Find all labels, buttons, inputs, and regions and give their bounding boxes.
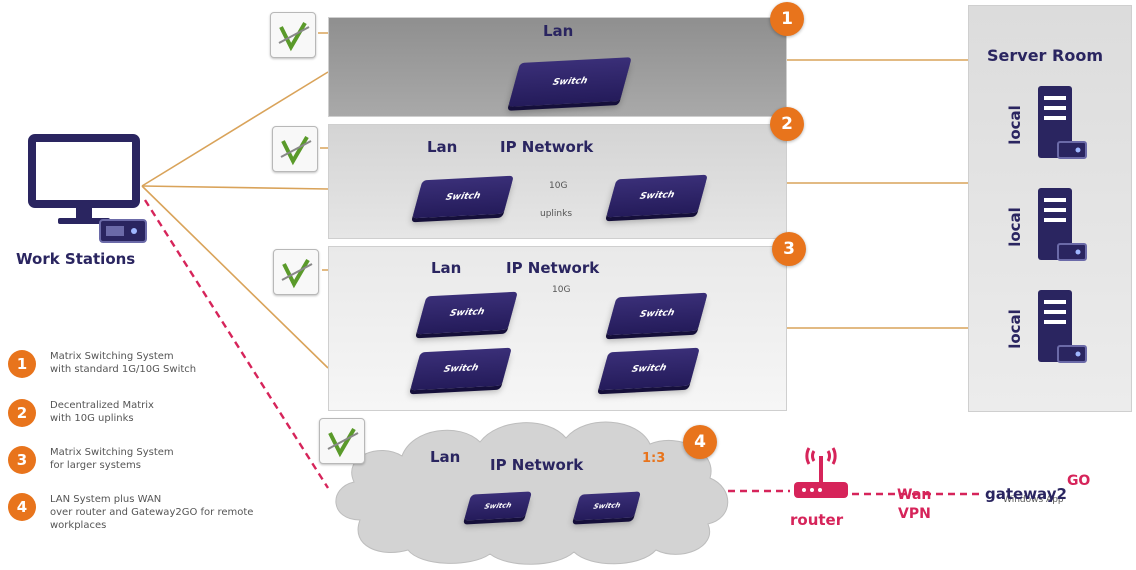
- gateway-suffix: GO: [1066, 473, 1091, 489]
- wan-label: Wan: [897, 487, 932, 503]
- legend-text: for larger systems: [50, 460, 141, 471]
- panel-3-badge: 3: [772, 232, 806, 266]
- legend-text: with standard 1G/10G Switch: [50, 364, 197, 375]
- legend-badge: 3: [8, 446, 36, 474]
- legend-item: 1 Matrix Switching System with standard 1…: [8, 350, 310, 378]
- workstation-label: Work Stations: [16, 250, 136, 268]
- panel-4-lan-label: Lan: [430, 448, 461, 466]
- manager-software-icon: [270, 12, 316, 58]
- router-label: router: [790, 511, 844, 529]
- legend-badge: 2: [8, 399, 36, 427]
- switch-icon: Switch: [572, 491, 642, 521]
- panel-2-decentralized-matrix: [328, 124, 787, 239]
- legend-text: with 10G uplinks: [50, 413, 134, 424]
- legend-item: 3 Matrix Switching System for larger syst…: [8, 446, 310, 474]
- server-icon: [1038, 188, 1087, 261]
- panel-2-network-label: IP Network: [500, 138, 594, 156]
- panel-1-lan-label: Lan: [543, 22, 574, 40]
- panel-2-uplink-label: uplinks: [540, 209, 573, 219]
- panel-2-lan-label: Lan: [427, 138, 458, 156]
- legend-text: Matrix Switching System: [50, 351, 174, 362]
- vpn-label: VPN: [898, 506, 931, 522]
- manager-software-icon: [319, 418, 365, 464]
- ws-to-panel1-line: [141, 71, 329, 187]
- cloud-panel-4: [335, 421, 729, 565]
- legend-item: 4 LAN System plus WAN over router and Gat…: [8, 493, 310, 532]
- legend-text: LAN System plus WAN: [50, 494, 162, 505]
- ws-to-panel3-line: [141, 185, 329, 369]
- legend-text: Matrix Switching System: [50, 447, 174, 458]
- panel-3-large-system: [328, 246, 787, 411]
- panel-1-badge: 1: [770, 2, 804, 36]
- panel-2-badge: 2: [770, 107, 804, 141]
- switch-icon: Switch: [410, 347, 512, 391]
- legend-text: workplaces: [50, 520, 107, 531]
- manager-software-icon: [272, 126, 318, 172]
- panel-3-lan-label: Lan: [431, 259, 462, 277]
- panel-4-network-label: IP Network: [490, 456, 584, 474]
- legend-badge: 1: [8, 350, 36, 378]
- panel-4-ratio: 1:3: [642, 451, 666, 466]
- switch-icon: Switch: [463, 491, 533, 521]
- panel-3-uplink-speed: 10G: [552, 285, 571, 295]
- manager-software-icon: [273, 249, 319, 295]
- legend-text: over router and Gateway2GO for remote: [50, 507, 254, 518]
- panel-2-uplink-speed: 10G: [549, 181, 568, 191]
- server-icon: [1038, 86, 1087, 159]
- ws-to-panel2-line: [141, 185, 329, 190]
- panel-3-network-label: IP Network: [506, 259, 600, 277]
- server-icon: [1038, 290, 1087, 363]
- switch-icon: Switch: [606, 174, 708, 218]
- legend-text: Decentralized Matrix: [50, 400, 154, 411]
- legend-badge: 4: [8, 493, 36, 521]
- switch-icon: Switch: [412, 175, 514, 219]
- legend-item: 2 Decentralized Matrix with 10G uplinks: [8, 399, 310, 427]
- switch-icon: Switch: [606, 292, 708, 336]
- gateway-name: gateway2: [985, 485, 1067, 503]
- gateway2go-logo: gateway2GO Windows App: [985, 470, 1090, 505]
- switch-icon: Switch: [598, 347, 700, 391]
- server-room-title: Server Room: [987, 46, 1103, 65]
- gateway-subtitle: Windows App: [1003, 495, 1064, 505]
- workstation-monitor-icon: [28, 134, 147, 243]
- server-label: local: [1005, 105, 1024, 145]
- router-icon: [794, 447, 848, 498]
- server-label: local: [1005, 309, 1024, 349]
- panel-4-badge: 4: [683, 425, 717, 459]
- server-label: local: [1005, 207, 1024, 247]
- switch-icon: Switch: [416, 291, 518, 335]
- ws-to-cloud-wan-line: [143, 199, 330, 489]
- switch-icon: Switch: [508, 57, 632, 107]
